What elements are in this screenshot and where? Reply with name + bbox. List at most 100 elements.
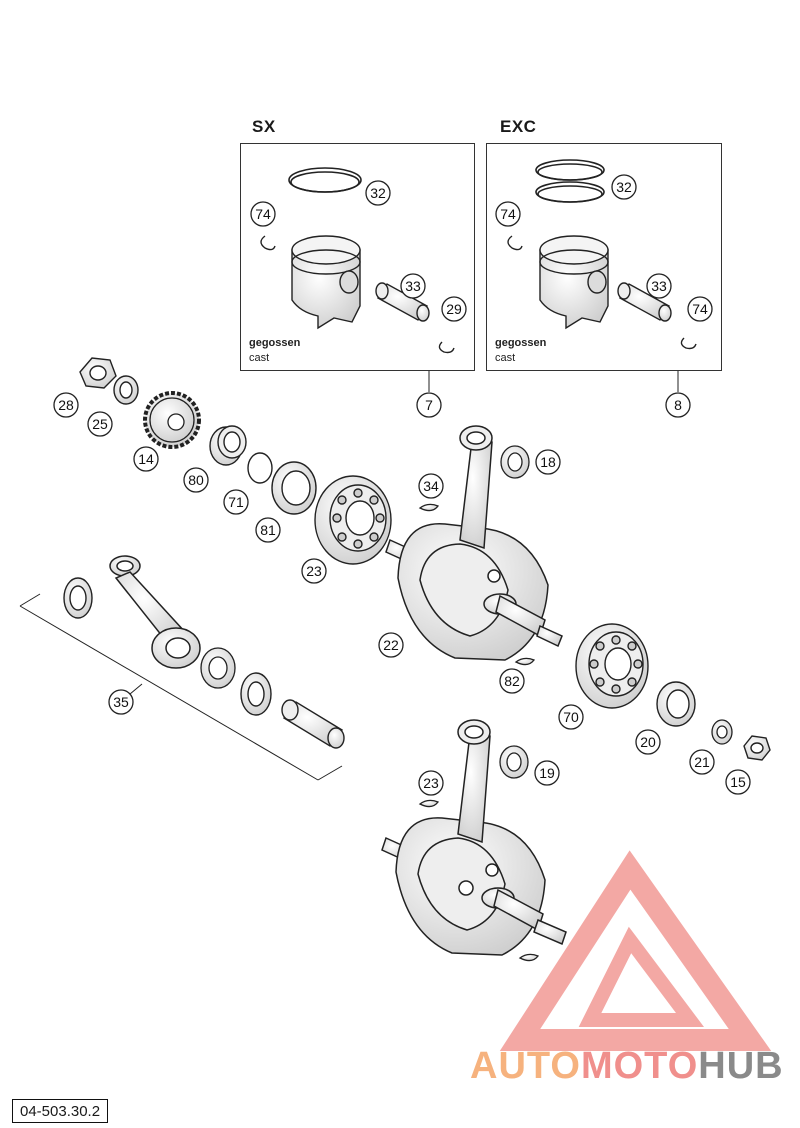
callout-circle	[108, 689, 134, 715]
document-code: 04-503.30.2	[12, 1099, 109, 1123]
callout-74: 74	[495, 201, 521, 227]
washer-28	[113, 375, 139, 405]
callout-33: 33	[400, 273, 426, 299]
callout-32: 32	[611, 174, 637, 200]
callout-circle	[418, 770, 444, 796]
cast-note-exc: gegossen cast	[495, 336, 546, 366]
note-en: cast	[495, 352, 516, 364]
callout-number: 34	[423, 478, 439, 494]
callout-circle	[378, 632, 404, 658]
callout-circle	[646, 273, 672, 299]
callout-number: 32	[616, 179, 632, 195]
sx-circlip	[260, 235, 455, 354]
sx-piston	[291, 235, 361, 330]
callout-circle	[635, 729, 661, 755]
callout-circle	[665, 392, 691, 418]
callout-circle	[558, 704, 584, 730]
nut-21	[743, 735, 771, 761]
callout-20: 20	[635, 729, 661, 755]
callout-70: 70	[558, 704, 584, 730]
thrust-washer-15a	[63, 577, 93, 619]
callout-circle	[87, 411, 113, 437]
bearing-82	[575, 623, 649, 709]
seal-70	[656, 681, 696, 727]
callout-circle	[365, 180, 391, 206]
bearing-81	[314, 475, 392, 565]
callout-circle	[687, 296, 713, 322]
cast-note-sx: gegossen cast	[249, 336, 300, 366]
callout-number: 21	[694, 754, 710, 770]
callout-number: 74	[500, 206, 516, 222]
key-22	[514, 657, 536, 666]
callout-number: 7	[425, 397, 433, 413]
callout-28: 28	[53, 392, 79, 418]
callout-23: 23	[418, 770, 444, 796]
callout-number: 33	[651, 278, 667, 294]
variant-box-exc: gegossen cast	[486, 143, 722, 371]
callout-circle	[183, 467, 209, 493]
callout-number: 74	[692, 301, 708, 317]
conrod-kit-15-frame	[19, 593, 343, 781]
callout-7: 7	[416, 392, 442, 418]
o-ring-80	[247, 452, 273, 484]
watermark-auto: AUTO	[470, 1045, 581, 1087]
callout-circle	[400, 273, 426, 299]
callout-number: 35	[113, 694, 129, 710]
callout-circle	[499, 668, 525, 694]
seal-71	[271, 461, 317, 515]
callout-number: 8	[674, 397, 682, 413]
callout-circle	[223, 489, 249, 515]
callout-29: 29	[441, 296, 467, 322]
callout-number: 22	[383, 637, 399, 653]
callout-14: 14	[133, 446, 159, 472]
callout-number: 74	[255, 206, 271, 222]
callout-74: 74	[250, 201, 276, 227]
sx-piston-ring	[288, 167, 362, 193]
callout-number: 81	[260, 522, 276, 538]
callout-33: 33	[646, 273, 672, 299]
callout-circle	[495, 201, 521, 227]
crankshaft-19	[381, 719, 567, 956]
exc-piston-rings	[535, 159, 605, 203]
gear-25	[143, 391, 201, 449]
callout-circle	[441, 296, 467, 322]
note-de: gegossen	[249, 337, 301, 349]
callout-circle	[416, 392, 442, 418]
key-22b	[518, 953, 540, 962]
watermark-logo	[499, 850, 772, 1051]
callout-circle	[611, 174, 637, 200]
callout-number: 32	[370, 185, 386, 201]
crankshaft-18	[385, 425, 563, 661]
callout-number: 23	[423, 775, 439, 791]
callout-circle	[133, 446, 159, 472]
callout-circle	[301, 558, 327, 584]
callout-circle	[535, 449, 561, 475]
callout-number: 25	[92, 416, 108, 432]
callout-71: 71	[223, 489, 249, 515]
callout-circle	[255, 517, 281, 543]
callout-circle	[250, 201, 276, 227]
watermark-moto: MOTO	[580, 1045, 699, 1087]
callout-80: 80	[183, 467, 209, 493]
callout-32: 32	[365, 180, 391, 206]
needle-bearing-34	[500, 445, 530, 479]
callout-number: 80	[188, 472, 204, 488]
callout-number: 71	[228, 494, 244, 510]
washer-20	[711, 719, 733, 745]
callout-number: 29	[446, 301, 462, 317]
variant-box-sx: gegossen cast	[240, 143, 475, 371]
callout-number: 82	[504, 673, 520, 689]
callout-number: 28	[58, 397, 74, 413]
callout-82: 82	[499, 668, 525, 694]
callout-19: 19	[534, 760, 560, 786]
variant-title-sx: SX	[252, 117, 276, 136]
callout-circle	[689, 749, 715, 775]
callout-circle	[418, 473, 444, 499]
callout-number: 15	[730, 774, 746, 790]
watermark-text: AUTOMOTOHUB	[470, 1045, 784, 1088]
callout-81: 81	[255, 517, 281, 543]
callout-number: 19	[539, 765, 555, 781]
thrust-washer-15b	[240, 672, 272, 716]
callout-23: 23	[301, 558, 327, 584]
